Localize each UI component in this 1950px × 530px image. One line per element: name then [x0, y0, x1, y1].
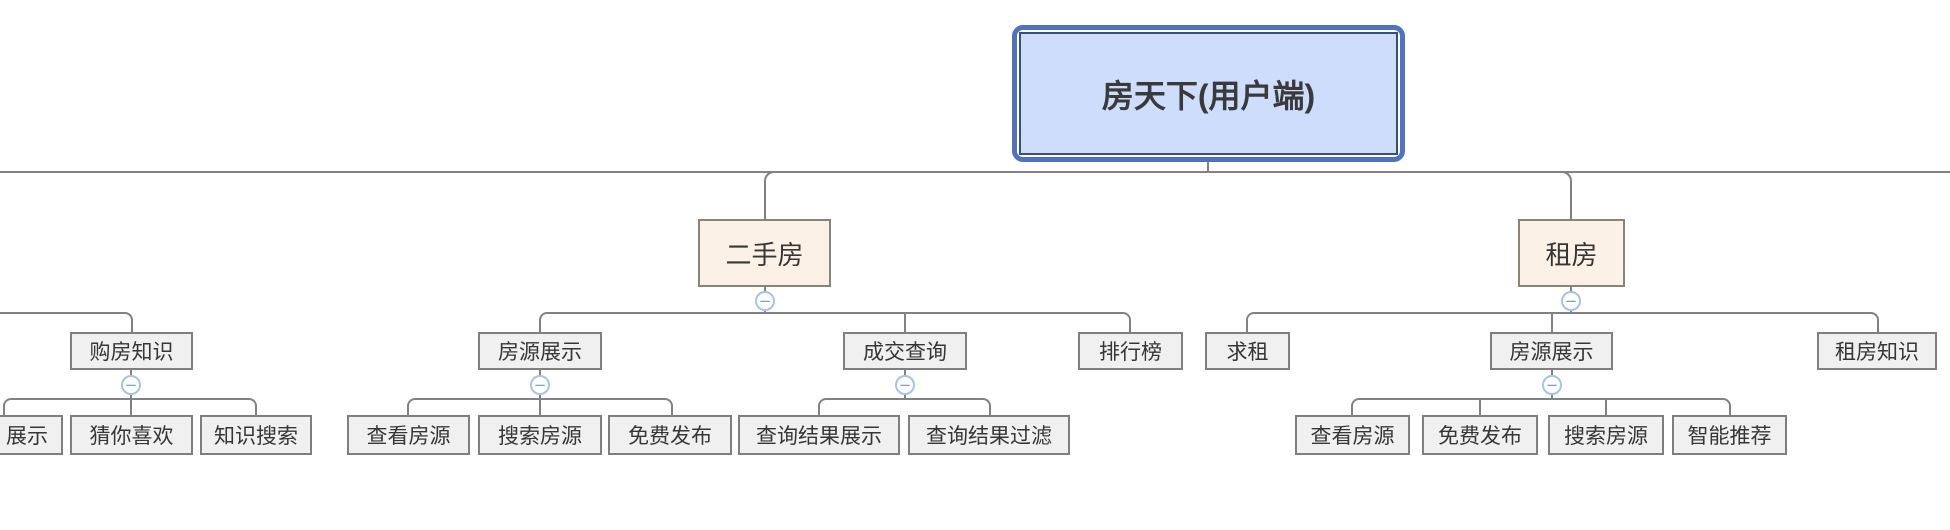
branch-ershoufang[interactable]: 二手房 — [698, 219, 831, 287]
minus-glyph: − — [124, 375, 138, 394]
connector-root-children-line — [0, 171, 1950, 173]
minus-glyph: − — [1564, 291, 1578, 310]
root-topic-selection-ring: 房天下(用户端) — [1012, 25, 1405, 162]
connector-chengjiao-children — [818, 398, 991, 415]
topic-mianfei-fabu-zf[interactable]: 免费发布 — [1422, 415, 1538, 455]
topic-chakan-fangyuan-esf[interactable]: 查看房源 — [347, 415, 470, 455]
connector-drop-zufang — [1556, 171, 1572, 219]
connector-stub-fangyuan-zf — [1551, 313, 1553, 332]
collapse-minus-icon[interactable]: − — [895, 375, 915, 395]
topic-cai-ni-xihuan[interactable]: 猜你喜欢 — [70, 415, 193, 455]
collapse-minus-icon[interactable]: − — [755, 291, 775, 311]
connector-zufang-children — [1246, 312, 1879, 332]
collapse-minus-icon[interactable]: − — [1542, 375, 1562, 395]
branch-zufang[interactable]: 租房 — [1518, 219, 1625, 287]
topic-zhanshi-clipped[interactable]: 展示 — [0, 415, 63, 455]
connector-stub-sousuo-esf — [539, 399, 541, 415]
collapse-minus-icon[interactable]: − — [530, 375, 550, 395]
minus-glyph: − — [898, 375, 912, 394]
connector-ershoufang-children — [539, 312, 1131, 332]
connector-root-stub — [1207, 162, 1209, 173]
topic-fangyuan-zhanshi-esf[interactable]: 房源展示 — [478, 332, 602, 370]
minus-glyph: − — [1545, 375, 1559, 394]
topic-sousuo-fangyuan-zf[interactable]: 搜索房源 — [1548, 415, 1664, 455]
connector-drop-ershoufang — [764, 171, 780, 219]
topic-chengjiao-chaxun[interactable]: 成交查询 — [843, 332, 967, 370]
topic-mianfei-fabu-esf[interactable]: 免费发布 — [608, 415, 732, 455]
root-topic[interactable]: 房天下(用户端) — [1019, 32, 1398, 155]
topic-qiuzu[interactable]: 求租 — [1205, 332, 1290, 370]
topic-sousuo-fangyuan-esf[interactable]: 搜索房源 — [478, 415, 602, 455]
connector-stub-chengjiao — [904, 313, 906, 332]
topic-chaxun-jieguo-zhanshi[interactable]: 查询结果展示 — [738, 415, 900, 455]
collapse-minus-icon[interactable]: − — [1561, 291, 1581, 311]
connector-fyzs-zf-children — [1351, 398, 1731, 415]
topic-zhineng-tuijian[interactable]: 智能推荐 — [1672, 415, 1787, 455]
topic-chaxun-jieguo-guolv[interactable]: 查询结果过滤 — [908, 415, 1070, 455]
connector-stub-cainixihuan — [130, 399, 132, 415]
minus-glyph: − — [758, 291, 772, 310]
topic-zufang-zhishi[interactable]: 租房知识 — [1817, 332, 1937, 370]
collapse-minus-icon[interactable]: − — [121, 375, 141, 395]
connector-stub-sousuo-zf — [1605, 399, 1607, 415]
topic-goufang-zhishi[interactable]: 购房知识 — [70, 332, 193, 370]
topic-paihangbang[interactable]: 排行榜 — [1078, 332, 1183, 370]
connector-left-parent-line — [0, 312, 133, 332]
topic-fangyuan-zhanshi-zf[interactable]: 房源展示 — [1490, 332, 1613, 370]
topic-zhishi-sousuo[interactable]: 知识搜索 — [200, 415, 312, 455]
minus-glyph: − — [533, 375, 547, 394]
connector-stub-mianfei-zf — [1479, 399, 1481, 415]
topic-chakan-fangyuan-zf[interactable]: 查看房源 — [1295, 415, 1410, 455]
